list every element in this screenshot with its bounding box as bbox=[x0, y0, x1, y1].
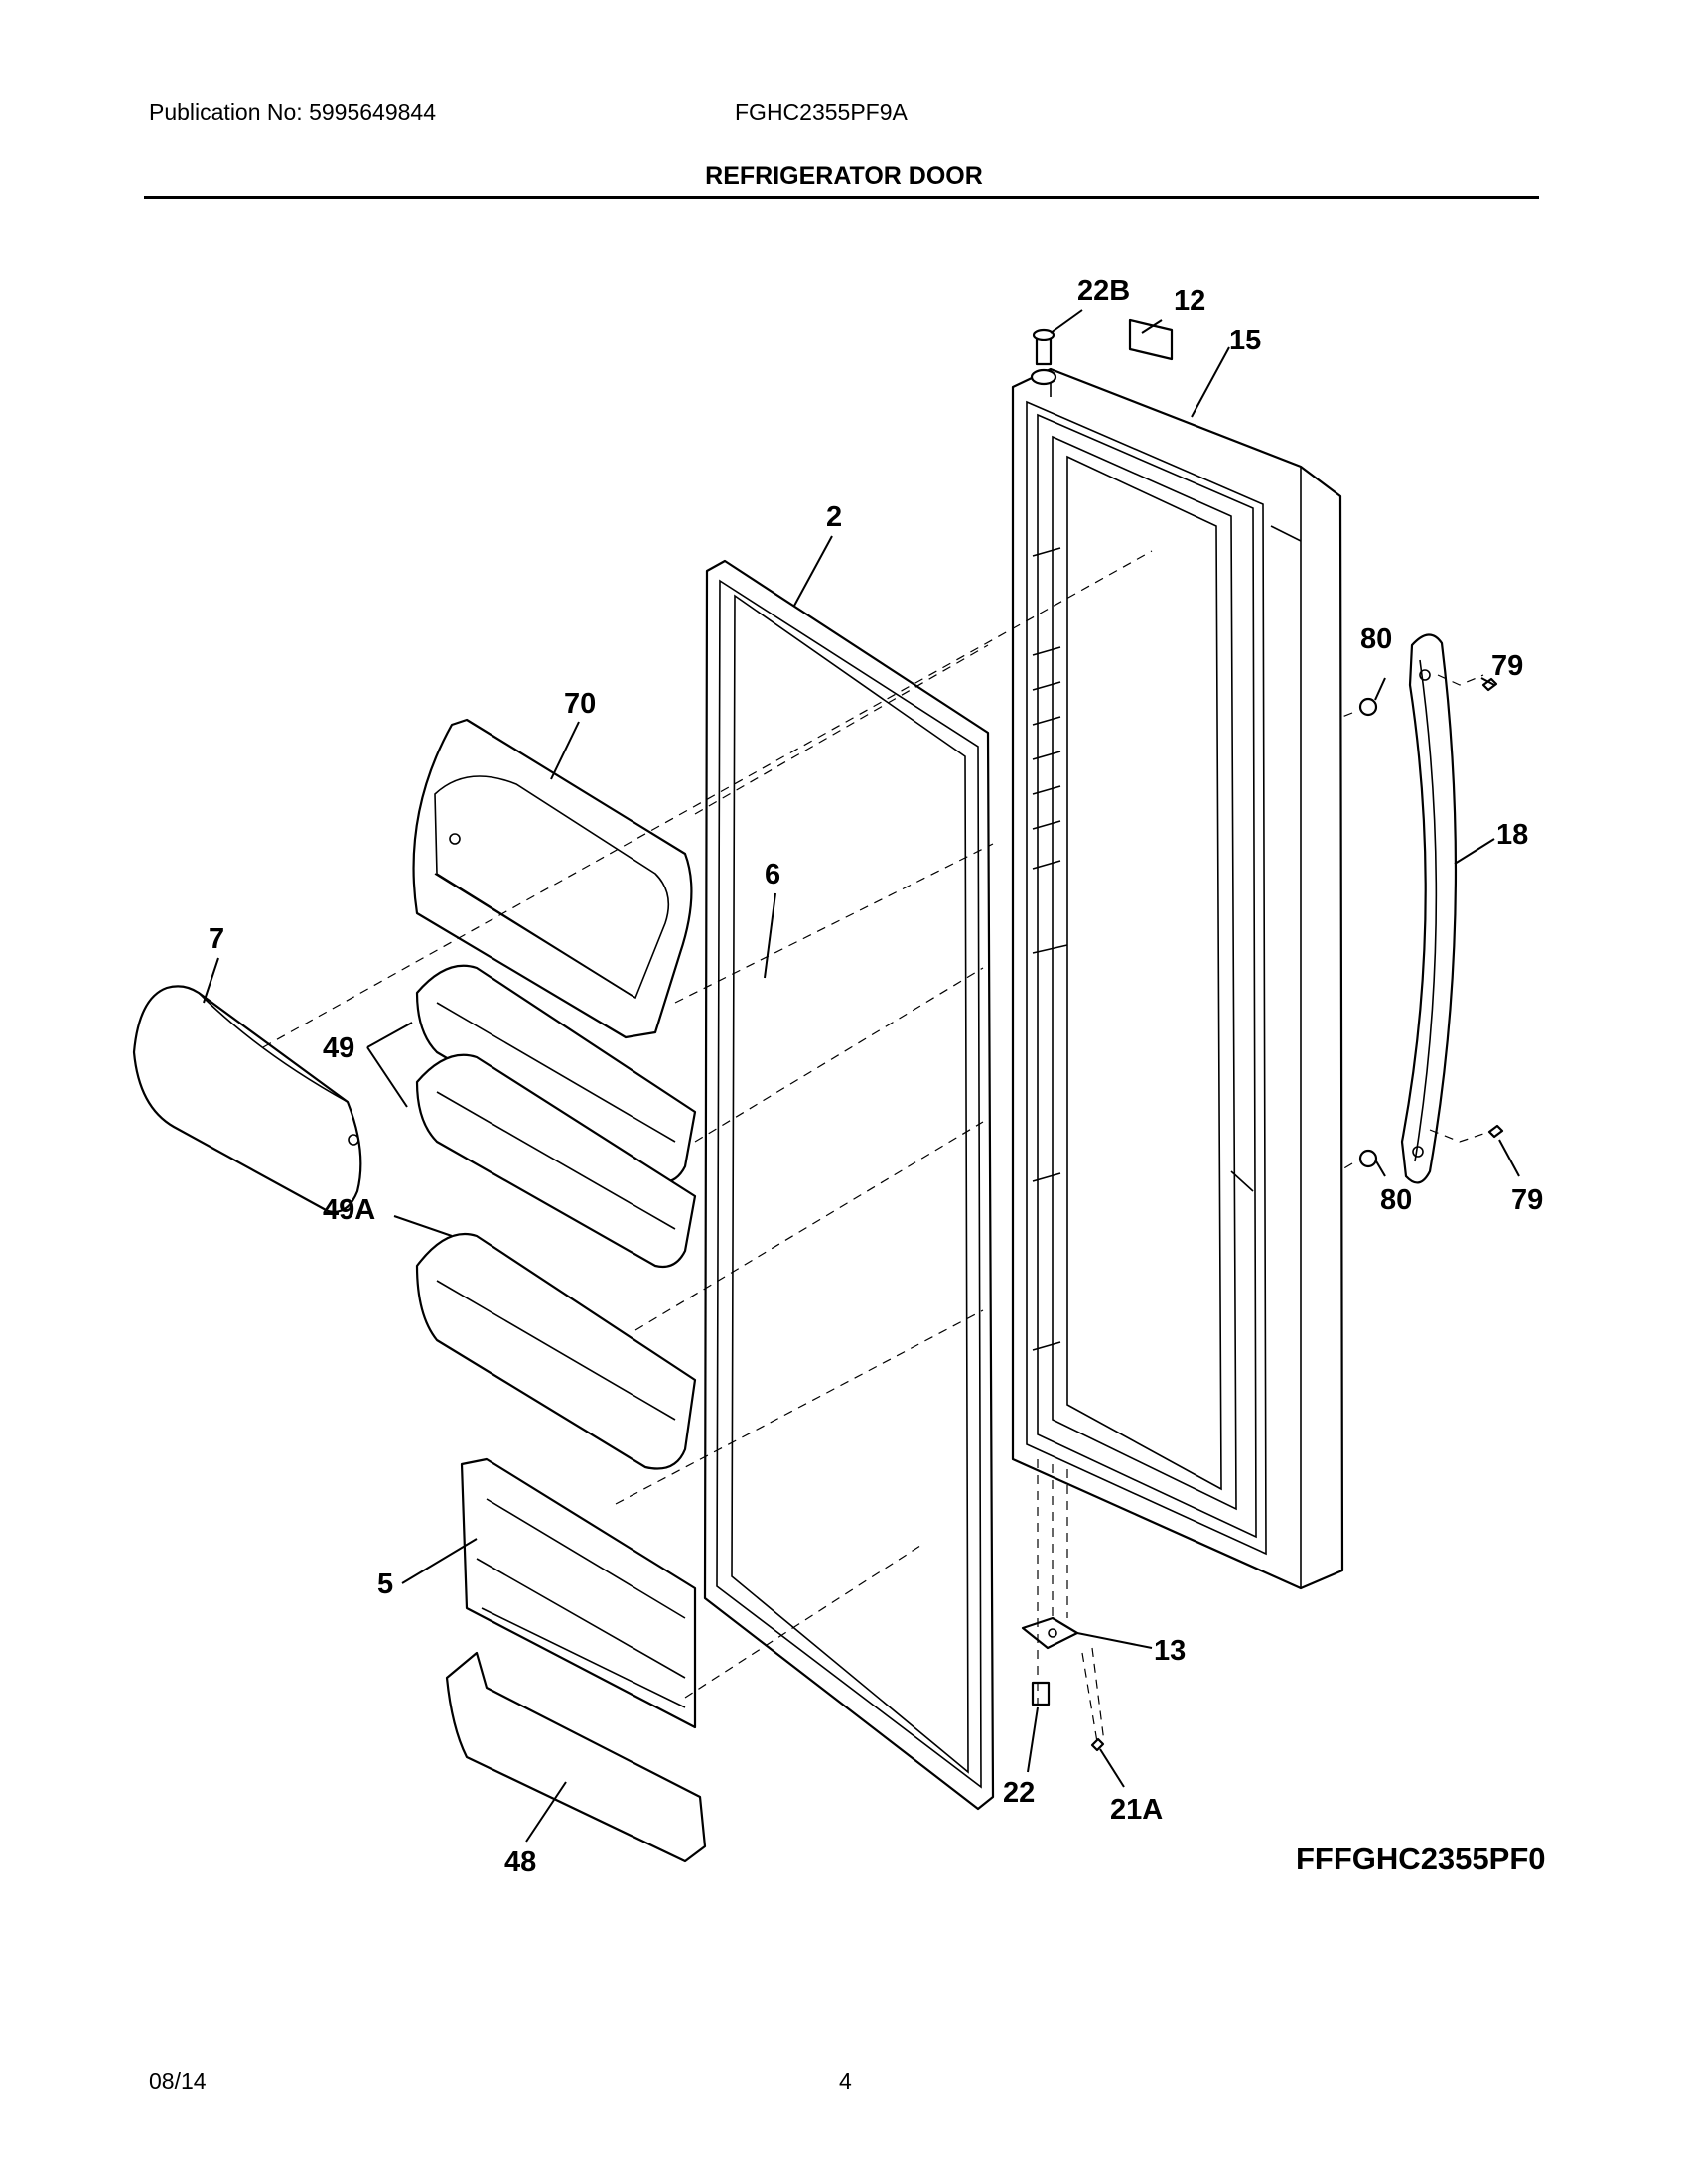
door-bin-middle bbox=[415, 1053, 697, 1269]
page-number: 4 bbox=[839, 2068, 852, 2094]
door-bin-top bbox=[412, 718, 693, 1039]
door-bin-lower bbox=[415, 1232, 697, 1470]
part-label: 21A bbox=[1110, 1794, 1163, 1826]
part-label: 18 bbox=[1496, 819, 1528, 851]
part-label: 13 bbox=[1154, 1635, 1186, 1667]
part-label: 5 bbox=[377, 1569, 393, 1600]
model-number: FGHC2355PF9A bbox=[735, 99, 908, 125]
header-rule bbox=[144, 196, 1539, 199]
door-shelf-rack bbox=[460, 1457, 697, 1729]
door-shelf-bottom bbox=[445, 1651, 707, 1863]
door-gasket bbox=[703, 559, 995, 1811]
door-outer-panel bbox=[1011, 367, 1344, 1590]
bottom-hinge-bracket bbox=[1021, 1616, 1079, 1650]
label-plate bbox=[1128, 318, 1174, 361]
top-hinge-pin bbox=[1030, 328, 1057, 386]
handle-studs bbox=[1341, 697, 1378, 1170]
part-label: 79 bbox=[1511, 1184, 1543, 1216]
hinge-screw bbox=[1090, 1737, 1105, 1752]
part-label: 48 bbox=[504, 1846, 536, 1878]
handle-screws bbox=[1429, 674, 1504, 1143]
part-label: 22B bbox=[1077, 275, 1130, 307]
part-label: 79 bbox=[1491, 650, 1523, 682]
part-label: 49 bbox=[323, 1032, 354, 1064]
alignment-lines bbox=[262, 550, 1153, 1699]
part-label: 12 bbox=[1174, 285, 1205, 317]
door-bin-upper bbox=[415, 964, 697, 1184]
part-label: 80 bbox=[1380, 1184, 1412, 1216]
leader-lines bbox=[203, 309, 1520, 1843]
part-label: 2 bbox=[826, 501, 842, 533]
publication-number: Publication No: 5995649844 bbox=[149, 99, 437, 125]
part-label: 15 bbox=[1229, 325, 1261, 356]
part-label: 49A bbox=[323, 1194, 375, 1226]
part-label: 22 bbox=[1003, 1777, 1035, 1809]
dairy-door bbox=[132, 985, 362, 1213]
bottom-hinge-bushing bbox=[1031, 1681, 1051, 1706]
part-labels: 22B 12 15 2 80 79 70 18 6 7 49 49A 80 79… bbox=[209, 275, 1543, 1878]
part-label: 7 bbox=[209, 923, 224, 955]
part-label: 80 bbox=[1360, 623, 1392, 655]
drawing-code: FFFGHC2355PF0 bbox=[1296, 1842, 1546, 1876]
page-title: REFRIGERATOR DOOR bbox=[705, 162, 983, 190]
door-shelf-ribs bbox=[1032, 547, 1068, 1351]
footer-date: 08/14 bbox=[149, 2068, 207, 2094]
door-handle bbox=[1400, 633, 1458, 1184]
part-label: 6 bbox=[765, 859, 780, 890]
part-label: 70 bbox=[564, 688, 596, 720]
